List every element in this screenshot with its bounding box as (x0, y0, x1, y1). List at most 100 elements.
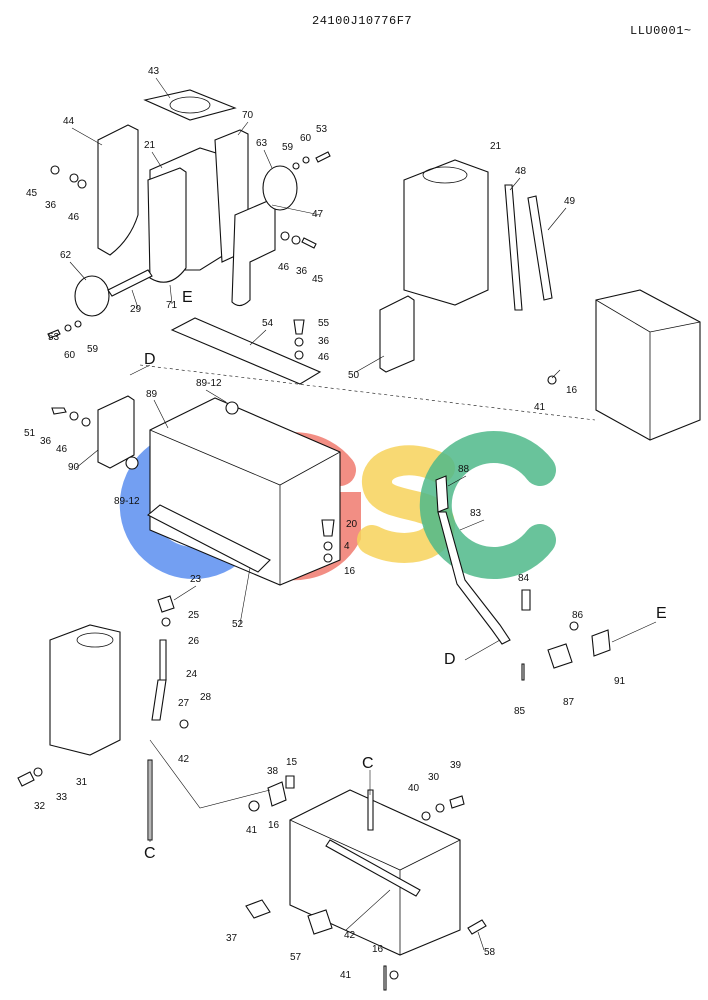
top-left-assembly (47, 89, 331, 385)
label-16c: 16 (268, 820, 280, 831)
label-85: 85 (514, 706, 526, 717)
label-32: 32 (34, 801, 46, 812)
lever-37 (245, 899, 271, 919)
washer-46b (280, 231, 290, 241)
label-46b: 46 (278, 262, 290, 273)
label-59b: 59 (87, 344, 99, 355)
engine-block (595, 289, 701, 441)
label-33: 33 (56, 792, 68, 803)
label-21b: 21 (490, 141, 502, 152)
bracket-50 (379, 295, 415, 373)
label-16a: 16 (344, 566, 356, 577)
washer-16b (547, 375, 557, 385)
bolt-53a (315, 151, 331, 163)
label-26: 26 (188, 636, 200, 647)
washer-36d (69, 411, 79, 421)
tube-49 (527, 195, 553, 301)
label-31: 31 (76, 777, 88, 788)
bolt-15 (285, 775, 295, 789)
label-d-right: D (444, 651, 456, 668)
label-38: 38 (267, 766, 279, 777)
cover-44 (97, 124, 139, 256)
bracket-91 (591, 629, 611, 657)
label-16d: 16 (372, 944, 384, 955)
label-71: 71 (166, 300, 178, 311)
washer-46a (77, 179, 87, 189)
bracket-47 (231, 199, 276, 307)
top-right-assembly (379, 159, 701, 441)
label-24: 24 (186, 669, 198, 680)
label-53a: 53 (316, 124, 328, 135)
housing-89-edge (149, 429, 341, 585)
label-88: 88 (458, 464, 470, 475)
plate-54 (170, 317, 322, 385)
bolt-45b (301, 237, 317, 249)
label-28: 28 (200, 692, 212, 703)
bolt-45a (50, 165, 60, 175)
label-46a: 46 (68, 212, 80, 223)
washer-16d (389, 970, 399, 980)
label-43: 43 (148, 66, 160, 77)
middle-right-assembly (435, 475, 611, 681)
pin-85 (521, 663, 525, 681)
label-44: 44 (63, 116, 75, 127)
label-46d: 46 (56, 444, 68, 455)
label-36c: 36 (318, 336, 330, 347)
label-70: 70 (242, 110, 254, 121)
lever-83 (437, 511, 511, 645)
rod-42-lower (325, 839, 421, 897)
label-e-top: E (182, 289, 193, 306)
label-62: 62 (60, 250, 72, 261)
cap-23 (157, 595, 175, 613)
label-4: 4 (344, 541, 350, 552)
label-21a: 21 (144, 140, 156, 151)
washer-16a (323, 553, 333, 563)
watermark-letter-c2 (419, 431, 556, 579)
label-45a: 45 (26, 188, 38, 199)
washer-30 (435, 803, 445, 813)
gasket-63 (262, 165, 298, 211)
block-87 (547, 643, 573, 669)
label-55: 55 (318, 318, 330, 329)
plug-89-12b (125, 456, 139, 470)
washer-4 (323, 541, 333, 551)
bolt-51 (51, 407, 67, 415)
sheet-code: LLU0001~ (630, 24, 692, 38)
label-52: 52 (232, 619, 244, 630)
washer-16c (248, 800, 260, 812)
label-60b: 60 (64, 350, 76, 361)
engine-block-edge (595, 299, 701, 440)
label-c-right: C (362, 755, 374, 772)
label-25: 25 (188, 610, 200, 621)
label-87: 87 (563, 697, 575, 708)
pin-27 (179, 719, 189, 729)
body-left-lower-port (76, 632, 114, 648)
label-20: 20 (346, 519, 358, 530)
label-57: 57 (290, 952, 302, 963)
label-41a: 41 (534, 402, 546, 413)
label-42b: 42 (344, 930, 356, 941)
bolt-55 (293, 319, 305, 335)
label-53b: 53 (48, 332, 60, 343)
label-36b: 36 (296, 266, 308, 277)
label-89-12-top: 89-12 (196, 378, 222, 389)
label-39: 39 (450, 760, 462, 771)
label-41c: 41 (340, 970, 352, 981)
label-54: 54 (262, 318, 274, 329)
label-83: 83 (470, 508, 482, 519)
washer-60b (64, 324, 72, 332)
label-e-right: E (656, 605, 667, 622)
label-15: 15 (286, 757, 298, 768)
cap-88 (435, 475, 449, 513)
label-89: 89 (146, 389, 158, 400)
shaft-29 (107, 269, 153, 297)
label-49: 49 (564, 196, 576, 207)
label-86: 86 (572, 610, 584, 621)
pin-41c (383, 965, 387, 991)
bolt-20 (321, 519, 335, 537)
label-41b: 41 (246, 825, 258, 836)
washer-46d (81, 417, 91, 427)
bolt-39 (449, 795, 465, 809)
body-21-right-port (422, 166, 468, 184)
